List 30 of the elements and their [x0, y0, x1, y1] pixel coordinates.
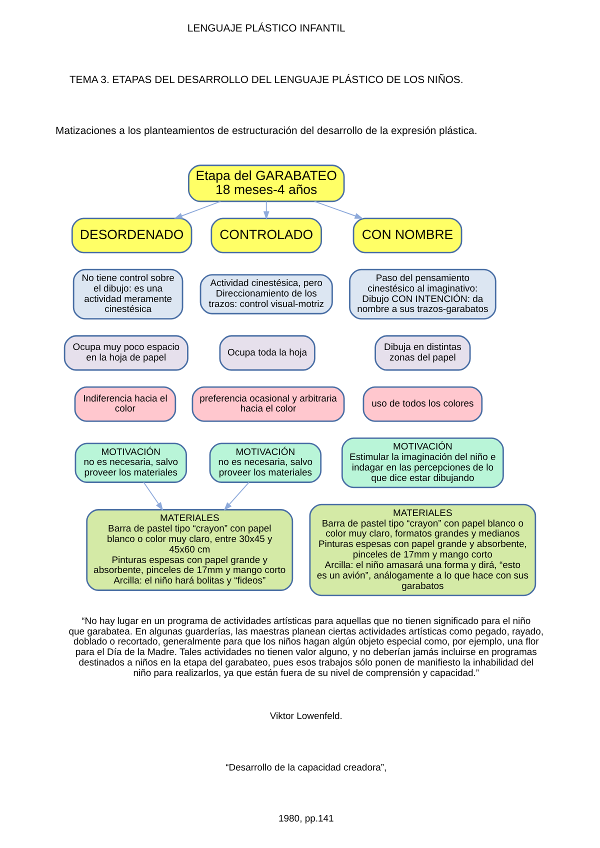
node-box: Dibuja en distintas zonas del papel: [374, 335, 471, 371]
node-box: uso de todos los colores: [362, 386, 483, 422]
label: “No hay lugar en un programa de actividades artísticas para aquellas que no tienen significado para el niño que garabatea. En algunas guarderías, las maestras planean ciertas actividades artísticas como pegado, rayado, doblado o recortado, generalmente para que los niños hagan algún objeto especial como, por ejemplo, una flor para el Día de la Madre. Tales actividades no tienen valor alguno, y no deberían jamás incluirse en programas destinados a niños en la etapa del garabateo, pues esos trabajos sólo ponen de manifiesto la inhabilidad del niño para realizarlos, ya que están fuera de su nivel de comprensión y capacidad.”: [68, 616, 544, 679]
node-box: Etapa del GARABATEO 18 meses-4 años: [188, 164, 345, 202]
label: LENGUAJE PLÁSTICO INFANTIL: [187, 24, 346, 35]
node-box: Ocupa toda la hoja: [219, 335, 316, 371]
node-box: MATERIALES Barra de pastel tipo “crayon” con papel blanco o color muy claro, entre 30x45 y 45x60 cm Pinturas espesas con papel grande y absorbente, pinceles de 17mm y mango corto Arcilla: el niño hará bolitas y “fideos”: [86, 509, 294, 591]
label: 1980, pp.141: [278, 813, 334, 824]
node-box: Paso del pensamiento cinestésico al imaginativo: Dibujo CON INTENCIÓN: da nombre a sus trazos-garabatos: [349, 268, 496, 320]
node-box: Indiferencia hacia el color: [74, 386, 176, 422]
label: Matizaciones a los planteamientos de estructuración del desarrollo de la expresión plástica.: [56, 126, 478, 137]
node-box: MATERIALES Barra de pastel tipo “crayon” con papel blanco o color muy claro, formatos grandes y medianos Pinturas espesas con papel grande y absorbente, pinceles de 17mm y mango corto Arcilla: el niño amasará una forma y dirá, “esto es un avión”, análogamente a lo que hace con sus garabatos: [309, 504, 536, 596]
label: “Desarrollo de la capacidad creadora”,: [226, 762, 387, 774]
node-box: CON NOMBRE: [352, 218, 462, 254]
node-box: No tiene control sobre el dibujo: es una actividad meramente cinestésica: [72, 268, 184, 320]
arrow: [174, 200, 221, 219]
node-box: MOTIVACIÓN no es necesaria, salvo proveer los materiales: [209, 442, 322, 483]
arrow: [263, 201, 270, 220]
label: TEMA 3. ETAPAS DEL DESARROLLO DEL LENGUAJE PLÁSTICO DE LOS NIÑOS.: [69, 74, 464, 86]
node-box: preferencia ocasional y arbitraria hacia el color: [192, 386, 345, 422]
arrow: [143, 482, 164, 511]
node-box: MOTIVACIÓN Estimular la imaginación del niño e indagar en las percepciones de lo que dice estar dibujando: [341, 438, 504, 488]
label: Viktor Lowenfeld.: [270, 711, 342, 722]
arrow: [224, 482, 250, 511]
node-box: Actividad cinestésica, pero Direccionamiento de los trazos: control visual-motriz: [200, 274, 333, 314]
arrow: [314, 200, 364, 219]
node-box: DESORDENADO: [71, 218, 192, 254]
node-box: MOTIVACIÓN no es necesaria, salvo proveer los materiales: [74, 442, 188, 483]
node-box: Ocupa muy poco espacio en la hoja de papel: [64, 335, 188, 371]
node-box: CONTROLADO: [210, 218, 322, 254]
